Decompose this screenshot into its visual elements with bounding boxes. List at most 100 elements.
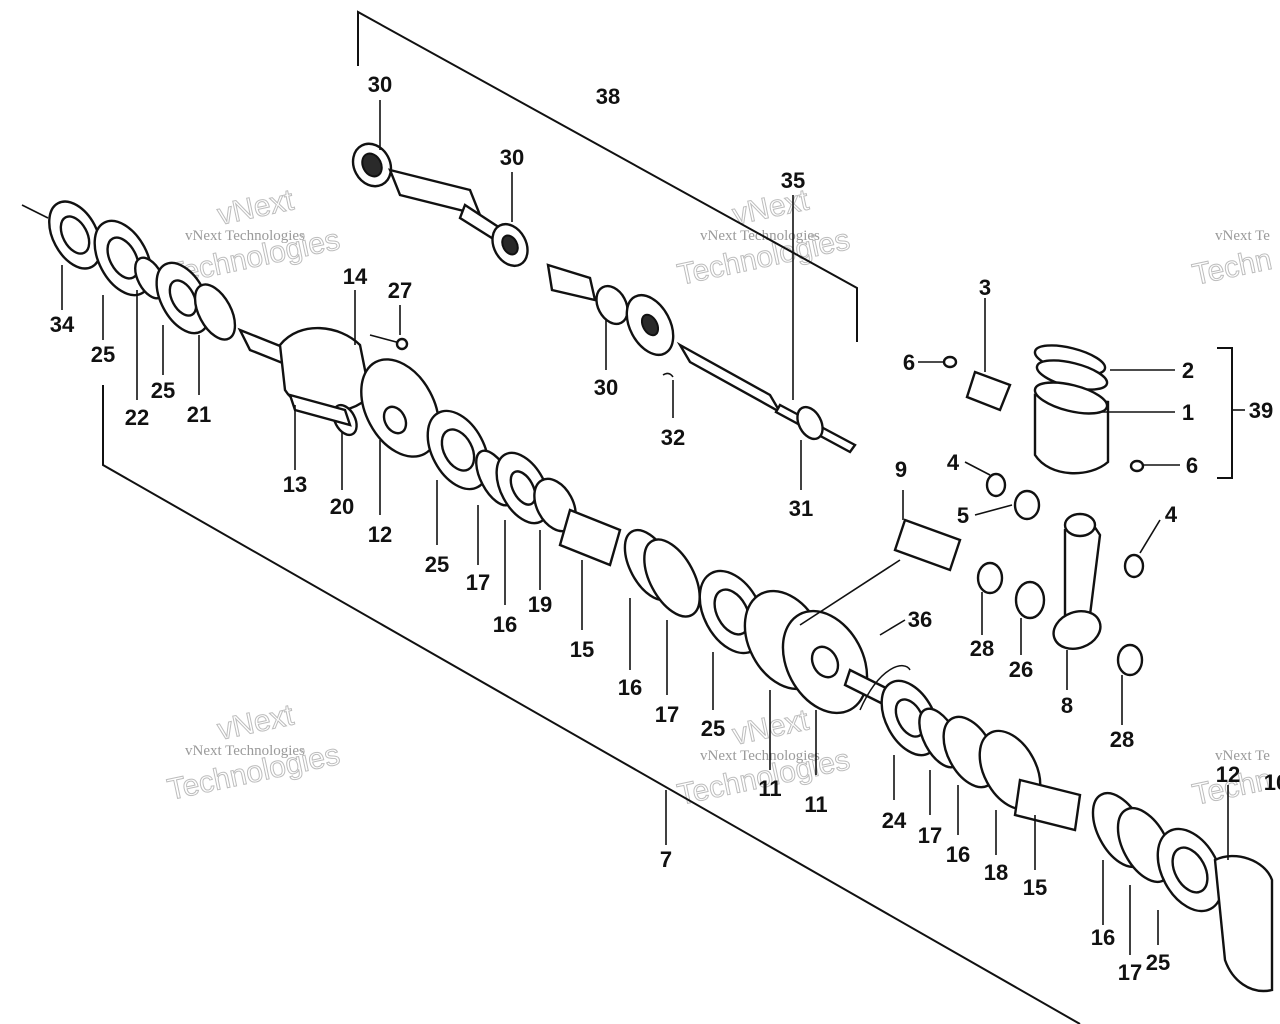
crank-web-12-hole	[382, 405, 408, 435]
crank-web-11-hole	[810, 645, 840, 679]
bearing-30-part	[595, 284, 629, 326]
countershaft-assembly	[351, 142, 857, 454]
callout-16: 16	[946, 842, 970, 867]
bearing-25-inner	[106, 236, 140, 280]
bearing-31-part	[796, 405, 824, 441]
bearing-25-inner	[1171, 846, 1209, 894]
bearing-26-part	[1014, 580, 1046, 620]
leader-line	[21, 204, 49, 219]
washer-28-part	[976, 561, 1004, 595]
callout-27: 27	[388, 278, 412, 303]
bracket-7-line	[102, 385, 1081, 1024]
callout-17: 17	[918, 823, 942, 848]
callout-20: 20	[330, 494, 354, 519]
watermark-text: vNext Technologies	[700, 228, 820, 244]
callout-34: 34	[50, 312, 75, 337]
bearing-25-inner	[713, 588, 751, 636]
callout-39: 39	[1249, 398, 1273, 423]
callout-3: 3	[979, 275, 991, 300]
crank-pin-part	[288, 393, 352, 427]
callout-24: 24	[882, 808, 907, 833]
callout-21: 21	[187, 402, 211, 427]
bearing-5-part	[1013, 489, 1041, 521]
callout-5: 5	[957, 503, 969, 528]
bearing-25-inner	[440, 428, 476, 472]
rod-big-end	[1052, 609, 1102, 651]
callout-16: 16	[1091, 925, 1115, 950]
callout-17: 17	[1118, 960, 1142, 985]
key-32-part	[662, 372, 674, 378]
watermark-text: vNext	[215, 183, 298, 231]
watermark-text: vNext Te	[1215, 748, 1270, 764]
callout-25: 25	[701, 716, 725, 741]
callout-17: 17	[655, 702, 679, 727]
bracket-38-line	[357, 10, 858, 342]
crank-web-12-part	[360, 358, 440, 458]
callout-4: 4	[1165, 502, 1178, 527]
leader-lines	[61, 100, 1229, 955]
callout-25: 25	[425, 552, 449, 577]
callout-11: 11	[758, 776, 781, 801]
callout-12: 12	[368, 522, 392, 547]
ring-17-part	[643, 538, 701, 618]
callout-22: 22	[125, 405, 149, 430]
piston-rod-assembly	[893, 344, 1145, 677]
callout-35: 35	[781, 168, 805, 193]
callout-26: 26	[1009, 657, 1033, 682]
callout-7: 7	[660, 847, 672, 872]
callout-8: 8	[1061, 693, 1073, 718]
center-crank-assembly	[743, 589, 1274, 993]
assembly-brackets	[21, 10, 1245, 1024]
callout-30: 30	[500, 145, 524, 170]
washer-21-part	[193, 283, 237, 341]
bearing-30-inner	[361, 152, 383, 178]
bearing-25-inner	[168, 279, 198, 317]
callout-32: 32	[661, 425, 685, 450]
callout-30: 30	[368, 72, 392, 97]
collar-part	[546, 263, 597, 302]
shaft-part	[676, 341, 784, 416]
callout-28: 28	[970, 636, 994, 661]
callout-30: 30	[594, 375, 618, 400]
callout-13: 13	[283, 472, 307, 497]
clip-6-part	[942, 355, 958, 369]
watermark-text: vNext Technologies	[700, 748, 820, 764]
callout-38: 38	[596, 84, 620, 109]
callout-16: 16	[618, 675, 642, 700]
callout-6: 6	[903, 350, 915, 375]
callout-10: 10	[1264, 770, 1280, 795]
sleeve-15-part	[558, 508, 622, 567]
washer-28-part	[1116, 643, 1144, 677]
shaft-15-part	[1013, 778, 1082, 832]
callout-6: 6	[1186, 453, 1198, 478]
callout-15: 15	[570, 637, 594, 662]
callout-12: 12	[1216, 762, 1240, 787]
callout-19: 19	[528, 592, 552, 617]
key-36-part	[859, 664, 911, 711]
rod-small-end	[1063, 512, 1097, 538]
watermark-text: vNext Te	[1215, 228, 1270, 244]
callout-9: 9	[895, 457, 907, 482]
callout-28: 28	[1110, 727, 1134, 752]
callout-17: 17	[466, 570, 490, 595]
callout-25: 25	[91, 342, 115, 367]
crank-pin-9-part	[893, 518, 962, 572]
watermark-text: vNext	[215, 698, 298, 746]
callout-25: 25	[1146, 950, 1170, 975]
crank-web-12-part	[1213, 854, 1274, 993]
watermark-text: vNext	[730, 703, 813, 751]
screw-27-head	[395, 337, 409, 351]
callout-2: 2	[1182, 358, 1194, 383]
piston-pin-3-part	[965, 370, 1012, 412]
washer-4-part	[1123, 553, 1145, 579]
watermark-text: vNext Technologies	[185, 743, 305, 759]
screw-27-part	[369, 334, 401, 344]
callout-11: 11	[804, 792, 827, 817]
washer-16-inner	[509, 470, 537, 506]
callout-18: 18	[984, 860, 1008, 885]
callout-25: 25	[151, 378, 175, 403]
callout-16: 16	[493, 612, 517, 637]
callout-14: 14	[343, 264, 368, 289]
bracket-39-line	[1217, 347, 1233, 479]
